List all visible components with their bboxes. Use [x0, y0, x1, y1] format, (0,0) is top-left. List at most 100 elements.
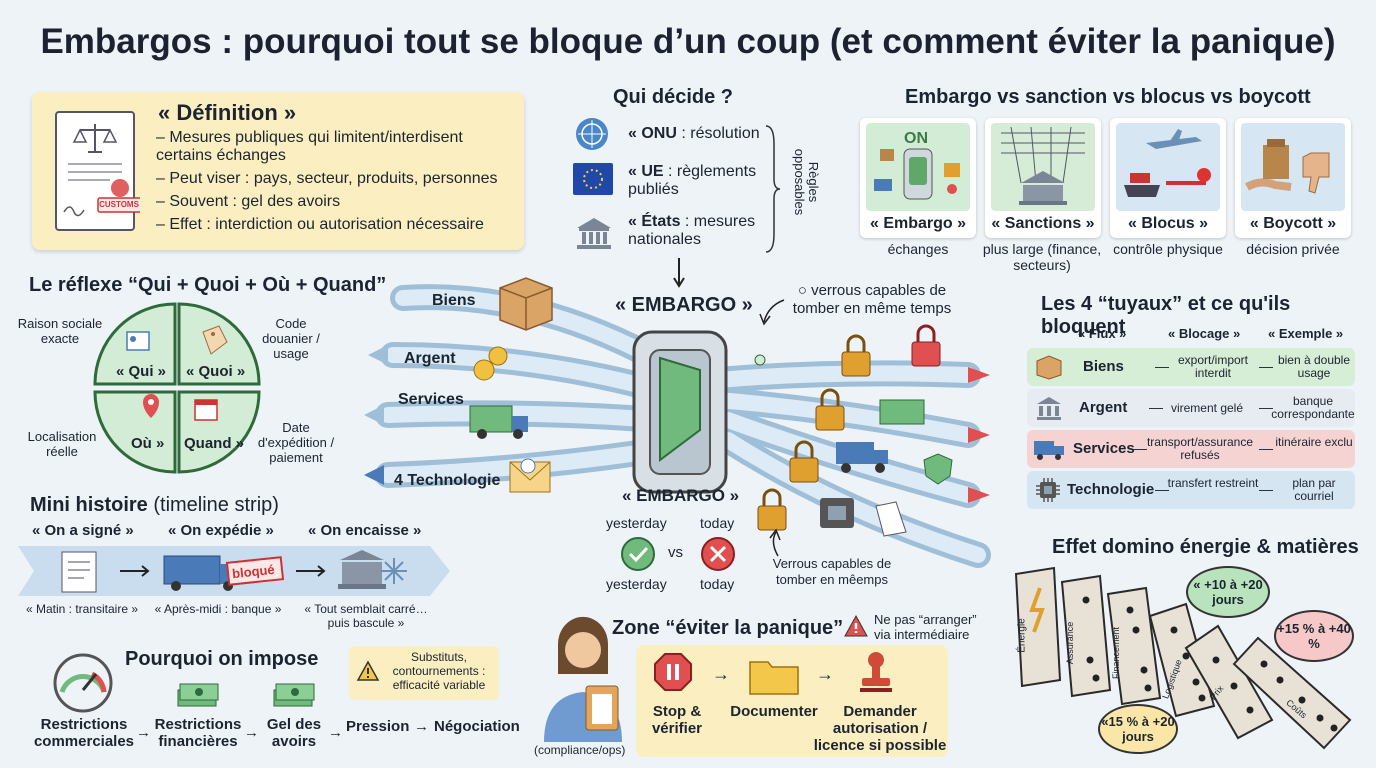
card-name: « Sanctions » — [991, 215, 1095, 232]
timeline-title-bold: Mini histoire — [30, 494, 148, 516]
definition-line: – Mesures publiques qui limitent/interdi… — [156, 129, 463, 164]
table-row: Technologie — transfert restreint — plan… — [1027, 471, 1355, 509]
embargo-vs-title: Embargo vs sanction vs blocus vs boycott — [905, 86, 1311, 108]
row-blocage: virement gelé — [1170, 401, 1244, 415]
zone-arrow: → — [712, 664, 730, 684]
bubble-cost: «15 % à +20 jours — [1098, 704, 1178, 754]
row-name: Argent — [1079, 399, 1128, 416]
table-row: Services — transport/assurance refusés —… — [1027, 430, 1355, 468]
timeline-step: « On expédie » — [168, 522, 274, 539]
locks-note: ○ verrous capables de tomber en même tem… — [792, 282, 952, 317]
page-title: Embargos : pourquoi tout se bloque d’un … — [40, 22, 1336, 61]
definition-line: – Effet : interdiction ou autorisation n… — [156, 216, 484, 233]
blocus-card: « Blocus » — [1110, 118, 1226, 238]
domino-energie: Énergie — [1016, 618, 1028, 653]
cash-icon — [177, 683, 219, 707]
quadrant-ou: Où » — [131, 435, 165, 452]
pourquoi-step: Gel des avoirs — [266, 716, 322, 750]
domino-title: Effet domino énergie & matières — [1052, 536, 1359, 558]
gauge-icon — [53, 653, 113, 713]
card-name: « Boycott » — [1249, 215, 1337, 232]
qd-role: : résolution — [676, 125, 760, 142]
brace-label: Règles opposables — [792, 148, 821, 216]
pourquoi-title: Pourquoi on impose — [125, 648, 319, 670]
qd-role: : règlements publiés — [628, 163, 757, 198]
row-name: Biens — [1083, 358, 1124, 375]
pourquoi-arrow: → — [328, 724, 343, 741]
qd-org: « ONU — [628, 125, 677, 142]
zone-step: Demander autorisation / licence si possi… — [813, 703, 947, 754]
table-row: Biens — export/import interdit — bien à … — [1027, 348, 1355, 386]
pourquoi-arrow: → — [414, 718, 429, 735]
bubble-delay: « +10 à +20 jours — [1186, 566, 1270, 618]
net-bank-icon — [991, 123, 1095, 211]
boycott-card: « Boycott » — [1235, 118, 1351, 238]
warning-icon — [844, 614, 868, 637]
qd-org: « UE — [628, 163, 664, 180]
card-sub: contrôle physique — [1113, 241, 1223, 257]
truck-icon — [1034, 441, 1064, 460]
customs-stamp: CUSTOMS — [99, 200, 139, 209]
card-sub: plus large (finance, secteurs) — [982, 241, 1102, 273]
card-sub: échanges — [887, 241, 949, 257]
col-blocage: « Blocage » — [1168, 326, 1241, 341]
pipe-label-technologie: 4 Technologie — [394, 472, 501, 489]
zone-arrow: → — [816, 664, 834, 684]
box-icon — [1036, 355, 1062, 380]
zone-warning: Ne pas “arranger” via intermédiaire — [874, 612, 977, 642]
timeline-footer: « Après-midi : banque » — [154, 602, 282, 616]
row-name: Technologie — [1067, 481, 1155, 498]
zone-step: Documenter — [730, 703, 818, 720]
warning-icon — [356, 660, 380, 681]
pourquoi-arrow: → — [136, 724, 151, 741]
zone-step: Stop & vérifier — [651, 703, 703, 737]
pourquoi-arrow: → — [244, 724, 259, 741]
check-circle-icon — [621, 537, 655, 571]
domino-logistique: Logistique — [1160, 658, 1184, 701]
row-blocage: export/import interdit — [1177, 353, 1249, 380]
reflex-title: Le réflexe “Qui + Quoi + Où + Quand” — [29, 274, 387, 296]
card-name: « Embargo » — [869, 215, 967, 232]
row-exemple: banque correspondante — [1271, 394, 1355, 421]
pipe-label-services: Services — [398, 391, 464, 408]
timeline-step: « On a signé » — [32, 522, 134, 539]
pipe-label-argent: Argent — [404, 350, 456, 367]
timeline-footer: « Tout semblait carré… puis bascule » — [304, 602, 428, 630]
bag-thumbs-down-icon — [1241, 123, 1345, 211]
pipes-diagram — [364, 277, 991, 568]
card-sub: décision privée — [1246, 241, 1340, 257]
pourquoi-step: Pression — [346, 718, 410, 735]
timeline-title: Mini histoire (timeline strip) — [30, 494, 279, 517]
cash-icon — [273, 683, 315, 707]
row-blocage: transport/assurance refusés — [1146, 435, 1254, 462]
embargo-label-bottom: « EMBARGO » — [622, 486, 740, 505]
domino-prix: Prix — [1207, 683, 1226, 702]
compare-yesterday: yesterday — [606, 515, 667, 531]
domino-chain — [1014, 566, 1352, 750]
bank-icon — [1037, 397, 1061, 420]
quadrant-quand: Quand » — [184, 435, 245, 452]
qui-decide-title: Qui décide ? — [613, 86, 734, 108]
chip-icon — [1036, 478, 1060, 502]
embargo-label-top: « EMBARGO » — [615, 294, 753, 316]
card-name: « Blocus » — [1127, 215, 1209, 232]
sanctions-card: « Sanctions » — [985, 118, 1101, 238]
government-building-icon — [577, 218, 611, 249]
plane-ship-icon — [1116, 123, 1220, 211]
row-exemple: plan par courriel — [1292, 476, 1336, 503]
pourquoi-note: Substituts, contournements : efficacité … — [392, 650, 486, 692]
stop-icon — [654, 653, 692, 691]
person-clipboard-icon — [544, 616, 622, 742]
un-emblem-icon — [576, 118, 608, 150]
reflex-note: Code douanier / usage — [262, 316, 320, 361]
eu-flag-icon — [573, 163, 613, 195]
folder-icon — [749, 661, 799, 695]
definition-line: – Peut viser : pays, secteur, produits, … — [156, 170, 498, 187]
locks-note-bottom: Verrous capables de tomber en mêemps — [772, 556, 892, 587]
pourquoi-step: Restrictions commerciales — [33, 716, 135, 750]
bubble-price: +15 % à +40 % — [1274, 610, 1354, 662]
brace-label-wrap: Règles opposables — [786, 130, 826, 230]
col-flux: « Flux » — [1078, 326, 1127, 341]
domino-assurance: Assurance — [1065, 621, 1075, 665]
switch-icon — [866, 123, 970, 211]
